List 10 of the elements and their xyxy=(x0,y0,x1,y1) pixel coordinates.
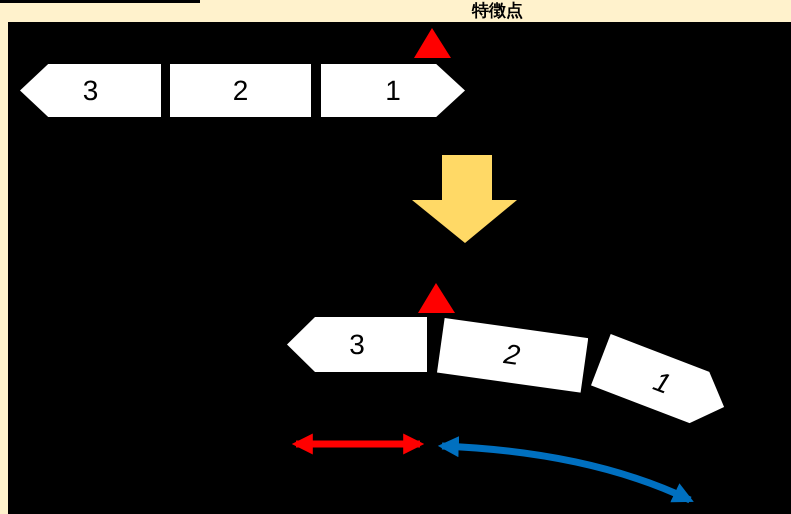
pointed-segment-block xyxy=(321,64,465,117)
segment-block xyxy=(436,318,588,393)
segment-number: 3 xyxy=(348,328,366,360)
segment-number: 2 xyxy=(232,74,250,106)
segment-number: 1 xyxy=(384,74,402,106)
segment-number: 3 xyxy=(82,74,100,106)
segment-block xyxy=(170,64,311,117)
segment-number: 1 xyxy=(648,366,675,402)
segment-number: 2 xyxy=(502,338,522,372)
heading-text: 特徴点 xyxy=(472,1,523,21)
